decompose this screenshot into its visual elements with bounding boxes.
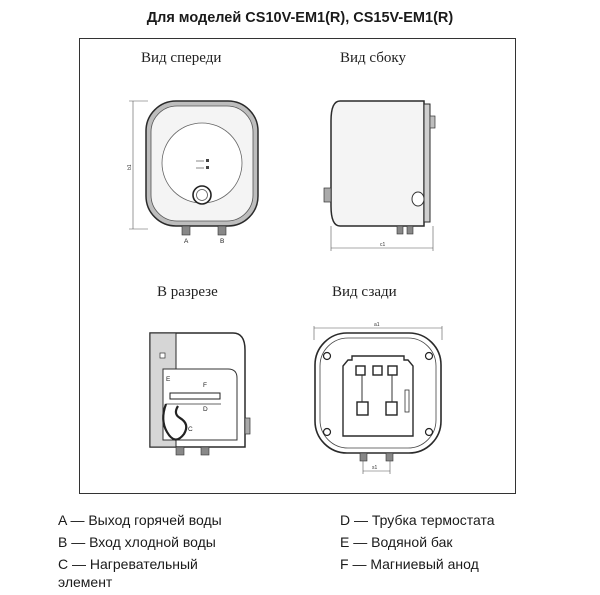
section-label-e: E — [166, 376, 171, 383]
front-view-drawing: b1 A B — [127, 100, 259, 245]
connector-b-label: B — [220, 238, 224, 245]
legend-item-f: F — Магниевый анод — [340, 555, 580, 573]
legend-text-c: C — Нагревательный элемент — [58, 556, 198, 590]
legend-item-c: C — Нагревательный элемент — [58, 555, 248, 591]
back-view-drawing: a1 s1 — [313, 322, 443, 474]
legend-item-a: A — Выход горячей воды — [58, 511, 288, 529]
side-view-label: Вид сбоку — [340, 50, 406, 66]
section-label-d: D — [203, 406, 208, 413]
legend-text-b: B — Вход хлодной воды — [58, 534, 216, 550]
back-width-dimension: a1 — [374, 322, 380, 328]
diagram-frame — [79, 38, 516, 494]
legend-text-a: A — Выход горячей воды — [58, 512, 222, 528]
side-view-drawing: c1 — [323, 100, 436, 251]
section-view-drawing: E F D C — [149, 332, 251, 456]
back-pipe-spacing-dimension: s1 — [372, 465, 378, 471]
front-view-label: Вид спереди — [141, 50, 222, 66]
back-view-label: Вид сзади — [332, 284, 397, 300]
legend-item-d: D — Трубка термостата — [340, 511, 580, 529]
front-height-dimension: b1 — [127, 164, 133, 170]
legend-item-e: E — Водяной бак — [340, 533, 580, 551]
section-label-c: C — [188, 426, 193, 433]
connector-a-label: A — [184, 238, 189, 245]
legend-item-b: B — Вход хлодной воды — [58, 533, 288, 551]
page-title: Для моделей CS10V-EM1(R), CS15V-EM1(R) — [146, 10, 454, 26]
legend-text-d: D — Трубка термостата — [340, 512, 495, 528]
legend-text-f: F — Магниевый анод — [340, 556, 479, 572]
section-label-f: F — [203, 382, 207, 389]
side-width-dimension: c1 — [380, 242, 386, 248]
section-view-label: В разрезе — [157, 284, 218, 300]
legend-text-e: E — Водяной бак — [340, 534, 453, 550]
